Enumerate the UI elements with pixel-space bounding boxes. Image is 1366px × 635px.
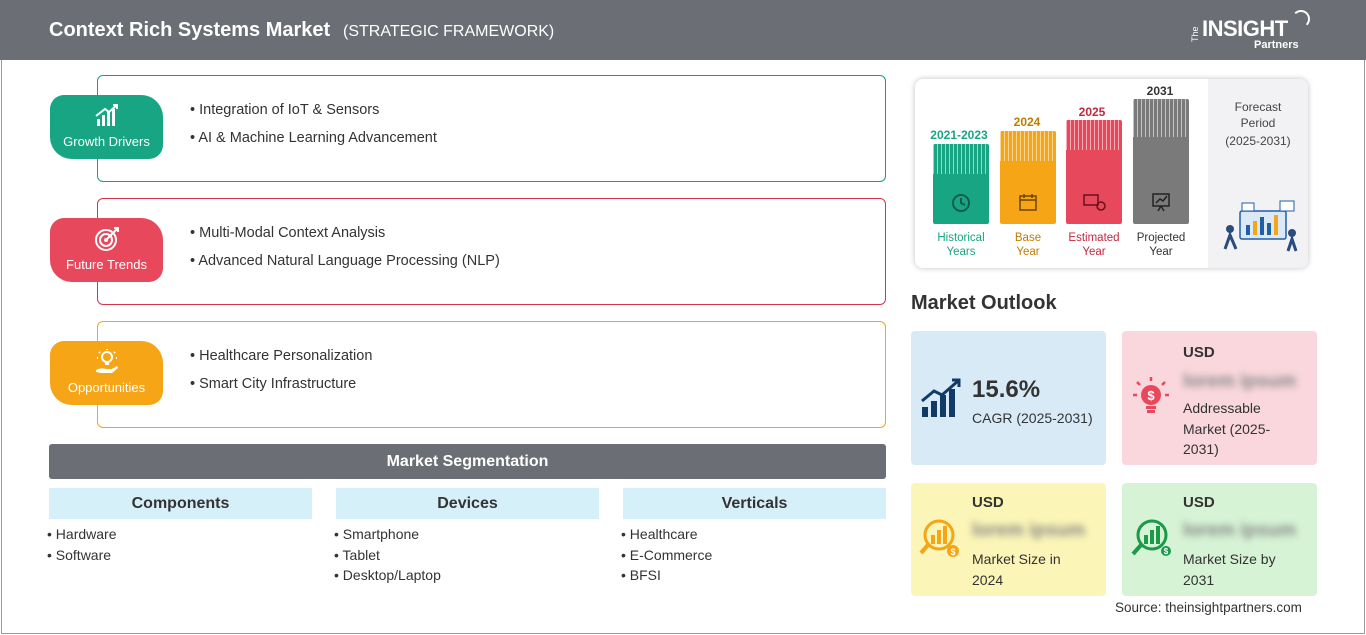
magnifier-chart-icon: $ [1131,519,1171,556]
list-item: • AI & Machine Learning Advancement [190,130,437,146]
page-title: Context Rich Systems Market [49,19,331,41]
list-item: • Desktop/Laptop [334,567,441,583]
segment-list-verticals: • Healthcare • E-Commerce • BFSI [621,524,712,586]
segment-list-components: • Hardware • Software [47,524,117,565]
opportunities-card: • Healthcare Personalization • Smart Cit… [97,321,886,428]
timeline-bar-historical [933,144,989,224]
size-2024-currency: USD [972,494,1004,511]
size-2024-value: lorem ipsum [972,520,1085,541]
segment-heading-devices: Devices [336,488,599,519]
market-size-2031-tile: $ USD lorem ipsum Market Size by 2031 [1122,483,1317,596]
forecast-period-panel: Forecast Period (2025-2031) [1208,79,1308,268]
growth-chart-icon [95,104,118,126]
timeline-year-base: 2024 [1013,115,1041,129]
lightbulb-hand-icon [96,349,118,373]
header-bar: Context Rich Systems Market (STRATEGIC F… [0,0,1366,60]
future-trends-badge: Future Trends [50,218,163,282]
segment-heading-verticals: Verticals [623,488,886,519]
money-bulb-icon: $ [1133,377,1169,413]
timeline-year-projected: 2031 [1146,84,1174,98]
target-icon [95,227,119,251]
timeline-bar-projected [1133,99,1189,224]
estimate-icon [1083,194,1106,211]
list-item: • Multi-Modal Context Analysis [190,225,386,241]
source-credit: Source: theinsightpartners.com [1115,600,1302,615]
size-2031-label: Market Size by 2031 [1183,551,1276,588]
addressable-value: lorem ipsum [1183,371,1296,392]
content-frame [1,60,1365,634]
list-item: • Healthcare [621,526,698,542]
timeline-year-historical: 2021-2023 [930,128,988,142]
projection-icon [1152,193,1170,212]
addressable-currency: USD [1183,344,1215,361]
list-item: • Integration of IoT & Sensors [190,102,380,118]
list-item: • Smart City Infrastructure [190,376,357,392]
list-item: • Hardware [47,526,117,542]
addressable-market-tile: $ USD lorem ipsum Addressable Market (20… [1122,331,1317,465]
timeline-year-estimated: 2025 [1078,105,1106,119]
history-icon [952,194,970,212]
market-size-2024-tile: $ USD lorem ipsum Market Size in 2024 [911,483,1106,596]
list-item: • Healthcare Personalization [190,348,373,364]
list-item: • Advanced Natural Language Processing (… [190,253,500,269]
size-2031-currency: USD [1183,494,1215,511]
svg-text:$: $ [1147,388,1155,403]
growth-chart-icon [921,378,961,417]
calendar-icon [1019,194,1037,211]
growth-drivers-card: • Integration of IoT & Sensors • AI & Ma… [97,75,886,182]
cagr-tile: 15.6% CAGR (2025-2031) [911,331,1106,465]
opportunities-badge: Opportunities [50,341,163,405]
size-2024-label: Market Size in 2024 [972,551,1061,588]
future-trends-card: • Multi-Modal Context Analysis • Advance… [97,198,886,305]
list-item: • Tablet [334,546,380,563]
magnifier-chart-icon: $ [919,519,959,557]
addressable-label: Addressable Market (2025-2031) [1183,400,1271,457]
cagr-value: 15.6% [972,376,1041,403]
size-2031-value: lorem ipsum [1183,520,1296,541]
list-item: • Software [47,546,112,563]
list-item: • BFSI [621,567,661,583]
list-item: • E-Commerce [621,546,713,563]
segmentation-title: Market Segmentation [49,444,886,479]
market-outlook-title: Market Outlook [911,292,1057,314]
page-subtitle: (STRATEGIC FRAMEWORK) [343,23,555,40]
timeline-bar-base [1000,131,1056,224]
insight-partners-logo: The INSIGHT Partners [1190,10,1310,52]
segment-heading-components: Components [49,488,312,519]
svg-text:$: $ [950,547,955,557]
analytics-team-icon [1223,200,1298,252]
cagr-label: CAGR (2025-2031) [972,410,1093,426]
timeline-bar-estimated [1066,120,1122,224]
svg-text:$: $ [1164,547,1169,556]
list-item: • Smartphone [334,526,420,542]
growth-drivers-badge: Growth Drivers [50,95,163,159]
segment-list-devices: • Smartphone • Tablet • Desktop/Laptop [334,524,441,586]
